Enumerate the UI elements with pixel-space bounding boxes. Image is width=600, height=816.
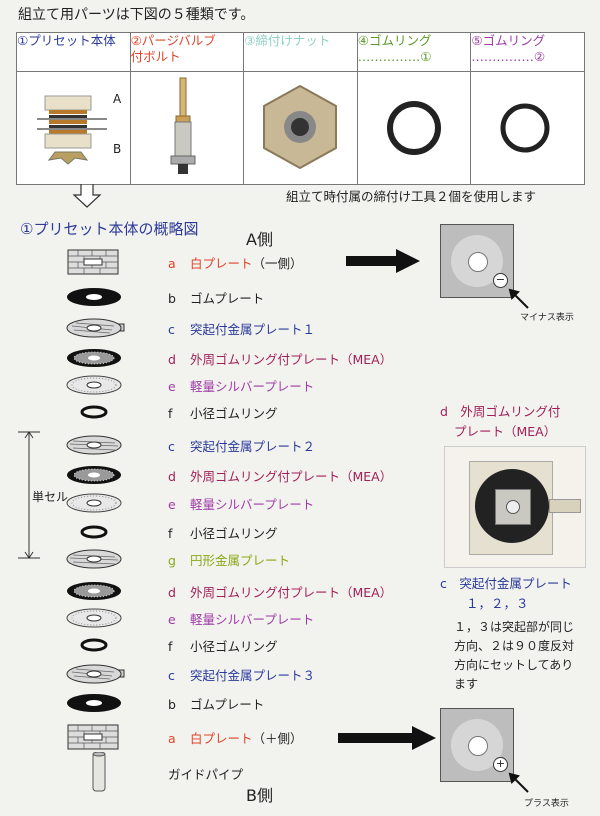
stack-part-6-icon (80, 405, 108, 419)
stack-part-17-icon (67, 724, 119, 750)
right-arrow-icon-2 (338, 726, 436, 750)
nut-photo (243, 71, 358, 185)
plus-label: プラス表示 (524, 799, 569, 809)
overview-title: ①プリセット本体の概略図 (20, 220, 199, 238)
rubber-ring-2-photo (470, 71, 585, 185)
c-note-line2: 方向、２は９０度反対 (454, 639, 575, 653)
part-header-2: ②パージバルブ付ボルト (129, 32, 245, 72)
stack-part-7-icon (66, 435, 122, 455)
side-b-label: B側 (246, 786, 273, 805)
stack-part-1-icon (67, 249, 119, 275)
side-a-label: A側 (246, 230, 273, 249)
part-header-4: ④ゴムリング……………① (356, 32, 472, 72)
minus-sign-icon: − (493, 273, 508, 288)
mea-title-line1: d 外周ゴムリング付 (440, 404, 561, 419)
side-a-mark: A (113, 92, 122, 106)
c-title-line2: １，２，３ (466, 596, 529, 611)
tools-note: 組立て時付属の締付け工具２個を使用します (286, 189, 537, 204)
mea-title-line2: プレート（MEA） (454, 424, 557, 439)
down-arrow-icon (72, 184, 102, 208)
guide-pipe-label: ガイドパイプ (168, 767, 244, 782)
stack-part-11-icon (66, 549, 122, 569)
c-title-line1: c 突起付金属プレート (440, 576, 572, 591)
c-note-line1: １，３は突起部が同じ (454, 620, 575, 634)
stack-part-12-icon (67, 582, 121, 600)
stack-part-8-icon (67, 466, 121, 484)
stack-part-10-icon (80, 525, 108, 539)
stack-part-3-icon (66, 318, 125, 338)
white-plate-plus-photo: + (440, 708, 514, 782)
mea-plate-photo (444, 446, 586, 568)
side-b-mark: B (113, 142, 122, 156)
stack-part-2-icon (67, 288, 121, 306)
stack-part-16-icon (67, 694, 121, 712)
parts-table: ①プリセット本体 ②パージバルブ付ボルト ③締付けナット ④ゴムリング……………… (16, 32, 585, 185)
stack-part-14-icon (80, 638, 108, 652)
intro-text: 組立て用パーツは下図の５種類です。 (18, 7, 255, 23)
c-note-line3: 方向にセットしてあり (454, 658, 574, 672)
purge-valve-bolt-photo (129, 71, 245, 185)
minus-label: マイナス表示 (520, 313, 574, 323)
preset-body-photo: A B (16, 71, 131, 185)
stack-part-4-icon (67, 349, 121, 367)
c-note-line4: ます (454, 677, 479, 691)
mea-title: d 外周ゴムリング付 プレート（MEA） (440, 402, 560, 442)
white-plate-minus-photo: − (440, 224, 514, 298)
plus-sign-icon: + (493, 757, 508, 772)
c-note: １，３は突起部が同じ 方向、２は９０度反対 方向にセットしてあり ます (454, 618, 574, 694)
stack-part-13-icon (66, 608, 122, 628)
single-cell-label: 単セル (32, 488, 69, 505)
rubber-ring-1-photo (356, 71, 472, 185)
c-title: c 突起付金属プレート １，２，３ (440, 574, 572, 614)
right-arrow-icon (346, 249, 420, 273)
stack-part-15-icon (66, 664, 125, 684)
part-header-3: ③締付けナット (243, 32, 358, 72)
stack-part-9-icon (66, 493, 122, 513)
guide-pipe-icon (92, 752, 106, 792)
minus-pointer-arrow-icon (508, 288, 529, 309)
stack-part-5-icon (66, 375, 122, 395)
single-cell-bracket (18, 431, 40, 559)
plus-pointer-arrow-icon (508, 772, 529, 793)
